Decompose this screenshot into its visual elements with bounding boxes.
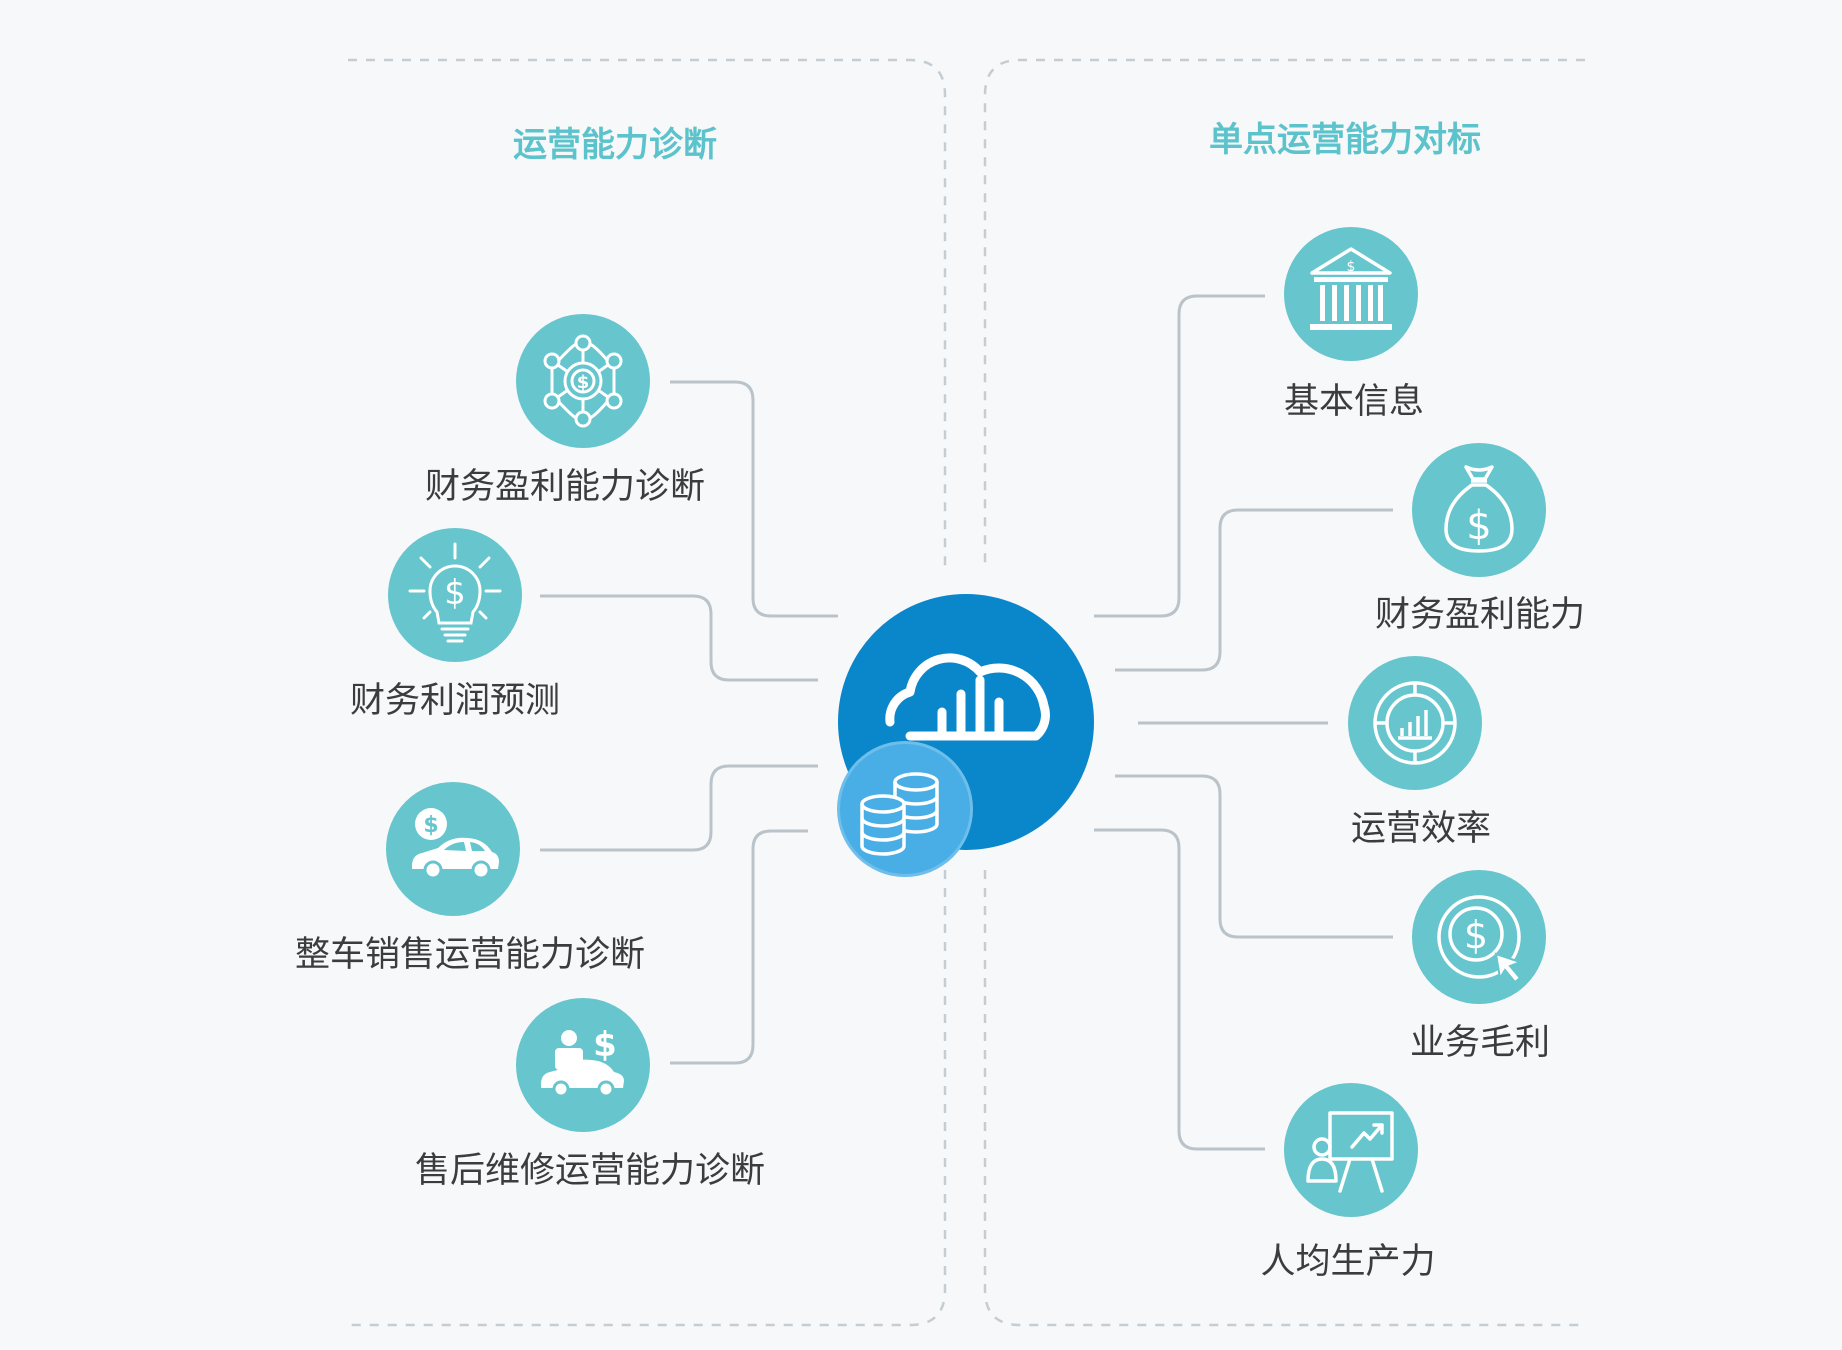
svg-text:$: $ [423, 813, 438, 838]
database-icon [860, 772, 939, 856]
connector-left-2 [540, 594, 818, 682]
section-frames [348, 58, 1585, 1327]
left-frame-top [348, 58, 947, 570]
svg-text:$: $ [577, 372, 590, 393]
profit-forecast-label: 财务利润预测 [349, 681, 561, 721]
financial-profit-label: 财务盈利能力 [1374, 595, 1586, 635]
svg-text:$: $ [1466, 503, 1491, 549]
right-frame-bottom [983, 870, 1585, 1327]
car-dollar-icon: $ [412, 808, 499, 880]
svg-text:$: $ [1464, 913, 1488, 957]
left-section-title: 运营能力诊断 [513, 125, 717, 165]
vehicle-sales-diagnosis-label: 整车销售运营能力诊断 [294, 935, 646, 975]
right-section-title: 单点运营能力对标 [1209, 120, 1481, 160]
connector-right-2 [1115, 508, 1393, 672]
svg-text:$: $ [1347, 259, 1356, 275]
financial-profit-diagnosis-label: 财务盈利能力诊断 [424, 467, 706, 507]
network-dollar-icon: $ [543, 334, 623, 428]
connector-right-5 [1094, 828, 1265, 1151]
financial-profit-diagnosis-node[interactable]: $ [516, 314, 650, 448]
connector-lines [540, 294, 1393, 1151]
after-sales-diagnosis-node[interactable]: $ [516, 998, 650, 1132]
connector-right-1 [1094, 294, 1265, 618]
per-capita-productivity-node[interactable] [1284, 1083, 1418, 1217]
connector-right-4 [1115, 774, 1393, 939]
vehicle-sales-diagnosis-node[interactable]: $ [386, 782, 520, 916]
connector-left-3 [540, 764, 818, 852]
cloud-chart-icon [885, 653, 1050, 741]
right-frame-top [983, 58, 1585, 570]
bank-icon: $ [1310, 247, 1392, 330]
presentation-growth-icon [1306, 1111, 1394, 1193]
svg-text:$: $ [593, 1025, 617, 1065]
profit-forecast-node[interactable]: $ [388, 528, 522, 662]
operating-efficiency-label: 运营效率 [1350, 809, 1492, 849]
operating-efficiency-node[interactable] [1348, 656, 1482, 790]
financial-profit-node[interactable]: $ [1412, 443, 1546, 577]
after-sales-diagnosis-label: 售后维修运营能力诊断 [414, 1151, 766, 1191]
per-capita-productivity-label: 人均生产力 [1260, 1242, 1436, 1282]
database-badge [837, 741, 973, 877]
connector-left-1 [670, 380, 838, 618]
connector-left-4 [670, 829, 808, 1065]
svg-text:$: $ [444, 573, 466, 613]
basic-info-label: 基本信息 [1283, 382, 1425, 422]
coin-cursor-icon: $ [1437, 895, 1523, 984]
business-margin-label: 业务毛利 [1409, 1023, 1551, 1063]
basic-info-node[interactable]: $ [1284, 227, 1418, 361]
car-service-dollar-icon: $ [541, 1025, 624, 1098]
chart-gauge-icon [1373, 681, 1457, 765]
lightbulb-dollar-icon: $ [408, 542, 502, 643]
left-frame-bottom [348, 870, 947, 1327]
business-margin-node[interactable]: $ [1412, 870, 1546, 1004]
money-bag-icon: $ [1444, 465, 1514, 553]
